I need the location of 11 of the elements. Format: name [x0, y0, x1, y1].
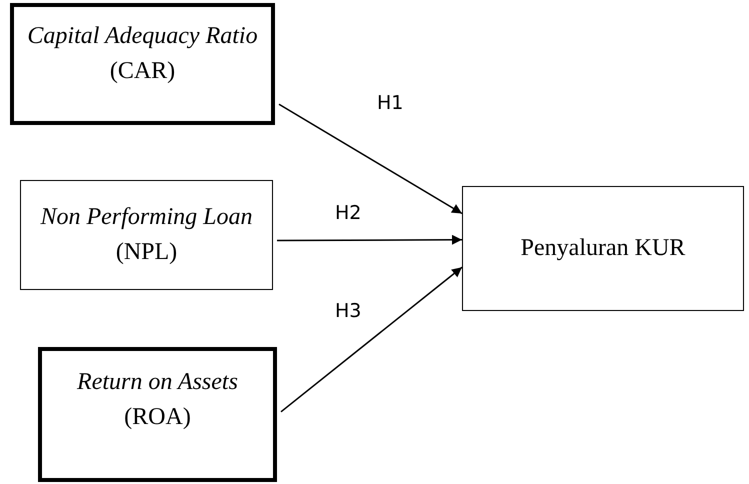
variable-name: Return on Assets (ROA) — [76, 368, 239, 432]
arrow — [280, 266, 462, 412]
variable-name: Capital Adequacy Ratio (CAR) — [26, 22, 259, 86]
variable-box — [462, 186, 744, 311]
variable-name: Penyaluran KUR — [520, 234, 686, 264]
variable-box — [20, 180, 273, 290]
arrow — [278, 104, 462, 214]
variable-box — [10, 3, 275, 125]
arrow — [277, 234, 462, 245]
variable-box — [38, 347, 277, 482]
variable-name: Non Performing Loan (NPL) — [39, 203, 254, 267]
